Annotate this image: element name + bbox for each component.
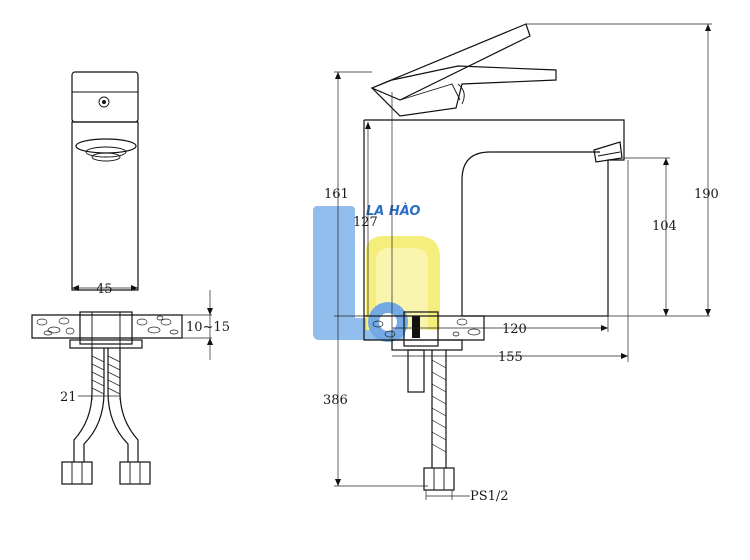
dim-190-arrow-bottom [705, 309, 711, 316]
dim-127-arrow-top [365, 122, 371, 129]
dim-45-label: 45 [96, 282, 113, 297]
dim-104-arrow-top [663, 158, 669, 165]
handle-screw-icon [98, 96, 110, 108]
side-stud [407, 349, 425, 393]
side-hose-braid [431, 359, 447, 453]
front-deck-pattern [36, 315, 179, 336]
side-shank [403, 311, 439, 347]
dim-ps-label: PS1/2 [470, 489, 509, 504]
side-lever [370, 23, 531, 101]
side-aerator-icon [593, 141, 623, 163]
dim-104-label: 104 [652, 219, 677, 234]
dim-155-arrow-right [621, 353, 628, 359]
front-hose-right-b [119, 348, 139, 462]
watermark-blue-bar [313, 206, 355, 338]
dim-45-arrow-right [131, 285, 138, 291]
dim-10-15-label: 10~15 [186, 320, 230, 335]
side-hose [431, 350, 447, 468]
side-view: 161 127 104 190 120 155 386 [323, 23, 719, 504]
side-handle-detail-2 [457, 83, 465, 105]
dim-104-arrow-bottom [663, 309, 669, 316]
dim-386-label: 386 [323, 393, 348, 408]
front-aerator-icon [75, 138, 137, 154]
hose-braid-pattern [91, 355, 121, 395]
side-aerator-line [597, 151, 621, 157]
dim-10-15-arrow-bottom [207, 338, 213, 345]
side-shank-core [412, 316, 420, 338]
dim-386-arrow-bottom [335, 479, 341, 486]
side-handle-detail [399, 83, 461, 101]
dim-21-label: 21 [60, 390, 77, 405]
front-body [71, 121, 139, 291]
dim-155-label: 155 [498, 350, 523, 365]
dim-45-arrow-left [72, 285, 79, 291]
front-hose-left [73, 348, 93, 462]
dim-190-label: 190 [694, 187, 719, 202]
watermark-logo [313, 206, 440, 342]
front-view: 45 21 [31, 71, 230, 485]
side-nut [391, 339, 463, 351]
side-deck-pattern [372, 318, 481, 338]
front-hose-left-b [83, 348, 105, 462]
handle-screw-inner [102, 100, 106, 104]
dim-10-15-arrow-top [207, 308, 213, 315]
front-hose-nut-right [119, 461, 151, 485]
dim-120-arrow-right [601, 325, 608, 331]
watermark-circle-inner [379, 313, 397, 331]
front-nut [69, 339, 143, 349]
dim-161-arrow-top [335, 72, 341, 79]
dim-190-arrow-top [705, 24, 711, 31]
dim-127-label: 127 [353, 215, 378, 230]
front-hose-nut-left [61, 461, 93, 485]
front-aerator-mid [85, 146, 127, 158]
side-hose-nut [423, 467, 455, 491]
front-shank [79, 311, 133, 345]
front-aerator-bottom [91, 152, 121, 162]
front-deck [31, 314, 183, 339]
side-handle-body [370, 65, 557, 117]
dim-161-label: 161 [324, 187, 349, 202]
watermark-text: LA HÀO [366, 203, 420, 219]
dim-120-label: 120 [502, 322, 527, 337]
front-hose-right [107, 348, 129, 462]
